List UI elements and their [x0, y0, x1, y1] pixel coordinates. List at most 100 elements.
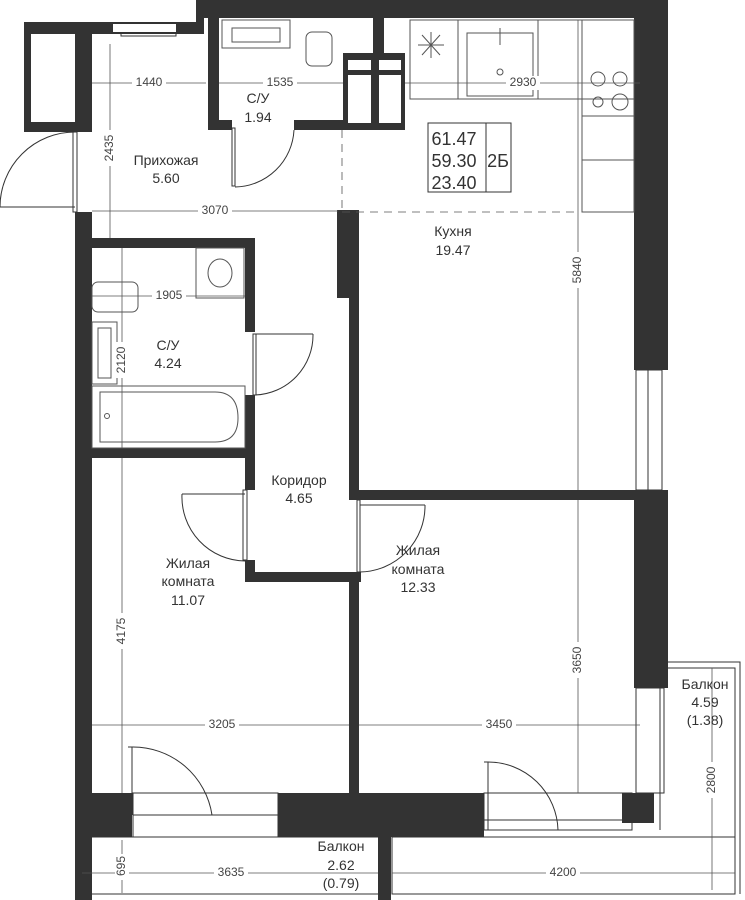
- dim-wc-width: 1535: [267, 75, 294, 89]
- washing-machine-icon: [195, 247, 245, 299]
- dim-kitchen-top-width: 2930: [510, 75, 537, 89]
- bedroom1-door[interactable]: [181, 489, 248, 562]
- wall-right-upper: [634, 0, 668, 370]
- balcony-right-inner: [668, 667, 736, 888]
- room-corridor-area: 4.65: [285, 490, 312, 506]
- room-kitchen-name: Кухня: [434, 223, 471, 239]
- dim-bath-width: 1905: [156, 288, 183, 302]
- room-balcony-right-name: Балкон: [682, 676, 729, 692]
- bedroom2-door[interactable]: [356, 499, 426, 573]
- room-hall-name: Прихожая: [134, 152, 199, 168]
- room-wc-name: С/У: [247, 90, 270, 106]
- windows: [120, 27, 665, 838]
- entrance-door[interactable]: [0, 131, 78, 213]
- room-bath-area: 4.24: [154, 355, 181, 371]
- wall-pipe: [373, 18, 384, 54]
- wall-right-middle: [634, 490, 668, 688]
- room-bedroom1-name-line2: комната: [162, 573, 215, 589]
- wc-sink-icon: [221, 19, 291, 49]
- bath-sink-basin: [97, 327, 112, 379]
- balcony-right-outline: [668, 661, 741, 894]
- wall-kitchen-left-upper: [337, 210, 359, 298]
- room-labels: Прихожая 5.60 С/У 1.94 Кухня 19.47 С/У 4…: [134, 90, 729, 891]
- room-corridor-name: Коридор: [271, 472, 327, 488]
- balcony-door-right[interactable]: [484, 761, 559, 831]
- dim-bedroom1-height: 4175: [114, 617, 128, 644]
- dim-bath-height: 2120: [114, 346, 128, 373]
- room-bedroom2-area: 12.33: [400, 579, 435, 595]
- room-bedroom2-name-line1: Жилая: [396, 542, 440, 558]
- shaft-left-inner: [31, 34, 75, 122]
- room-balcony-bottom-area: 2.62: [327, 857, 354, 873]
- dim-balcony-right-width: 4200: [550, 865, 577, 879]
- area-3: 23.40: [431, 173, 476, 193]
- wall-bedrooms-divider: [349, 582, 359, 793]
- dim-bedroom2-width: 3450: [486, 717, 513, 731]
- bath-door[interactable]: [252, 333, 314, 396]
- room-balcony-right-reduced: (1.38): [687, 712, 724, 728]
- wall-balcony-divider: [378, 837, 391, 900]
- wall-bath-right-upper: [245, 238, 255, 332]
- room-bedroom1-name-line1: Жилая: [166, 555, 210, 571]
- dimension-labels: 1440 1535 2930 2435 3070 5840 1905 2120 …: [102, 75, 719, 880]
- walls: [24, 0, 668, 900]
- dim-hall-bottom-width: 3070: [202, 203, 229, 217]
- wall-top: [196, 0, 668, 18]
- wall-kitchen-left: [349, 298, 359, 500]
- dim-kitchen-height: 5840: [570, 256, 584, 283]
- wall-corridor-left-stub: [245, 560, 255, 582]
- stove-icon: [590, 71, 629, 111]
- wall-bath-bottom: [75, 448, 255, 458]
- area-2: 59.30: [431, 151, 476, 171]
- room-balcony-right-area: 4.59: [691, 694, 718, 710]
- dim-hall-width: 1440: [136, 75, 163, 89]
- wc-door[interactable]: [231, 127, 295, 188]
- shaft-cell: [379, 60, 401, 70]
- wall-bottom-left-pier: [75, 793, 132, 837]
- dim-bedroom1-width: 3205: [209, 717, 236, 731]
- washing-machine-drum: [207, 258, 233, 288]
- wall-corridor-bottom: [245, 572, 361, 582]
- wall-corner: [196, 18, 204, 34]
- room-bath-name: С/У: [157, 337, 180, 353]
- window-entrance-opening: [113, 24, 176, 32]
- bathtub-drain: [104, 413, 110, 419]
- shaft-cell: [348, 75, 371, 123]
- wc-sink-basin: [231, 27, 281, 43]
- wall-bottom-center-pier: [278, 793, 484, 837]
- wall-bath-top: [75, 238, 253, 248]
- balcony-outlines: [79, 661, 741, 895]
- bathtub-inner: [99, 391, 239, 443]
- room-bedroom2-name-line2: комната: [392, 561, 445, 577]
- room-kitchen-area: 19.47: [435, 242, 470, 258]
- dim-balcony-left-width: 3635: [218, 865, 245, 879]
- room-balcony-bottom-name: Балкон: [318, 838, 365, 854]
- room-wc-area: 1.94: [244, 109, 271, 125]
- room-hall-area: 5.60: [152, 170, 179, 186]
- wall-wc-left: [208, 18, 219, 130]
- bathroom-fixtures: [91, 19, 333, 449]
- balcony-door-left[interactable]: [128, 746, 213, 816]
- apartment-type: 2Б: [487, 151, 509, 171]
- room-balcony-bottom-reduced: (0.79): [323, 875, 360, 891]
- window-kitchen: [635, 369, 663, 491]
- dim-balcony-depth: 695: [114, 856, 128, 876]
- doors[interactable]: [0, 127, 559, 831]
- dim-hall-height: 2435: [102, 134, 116, 161]
- wall-bottom-right-pier: [622, 793, 654, 823]
- wall-wc-bottom-left: [208, 120, 232, 130]
- shaft-cell: [379, 75, 401, 123]
- apartment-summary-box: 61.47 59.30 23.40 2Б: [427, 122, 512, 193]
- shaft-cell: [348, 60, 371, 70]
- bathtub-icon: [91, 385, 246, 449]
- sink-drain: [496, 68, 504, 76]
- wall-left-exterior: [75, 212, 92, 900]
- bath-toilet-icon: [91, 281, 139, 313]
- wall-kitchen-bottom: [349, 490, 639, 500]
- dishwasher-star-icon: [418, 32, 444, 58]
- room-bedroom1-area: 11.07: [171, 592, 205, 608]
- wall-balcony-left-edge: [75, 888, 81, 900]
- dim-bedroom2-height: 3650: [570, 646, 584, 673]
